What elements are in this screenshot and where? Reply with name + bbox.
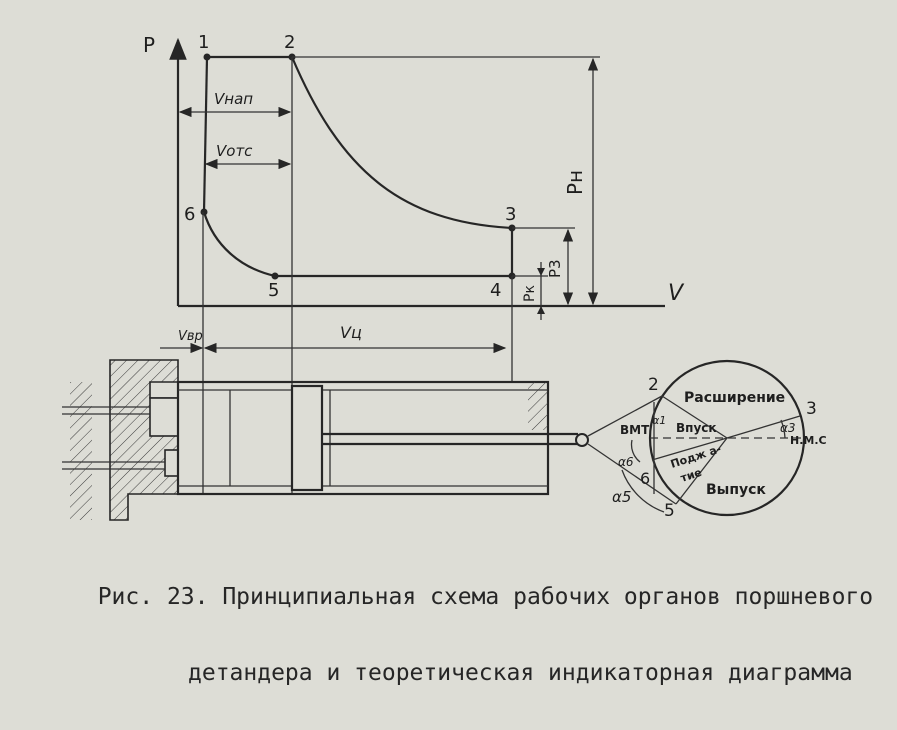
circle-point-2: 2	[648, 375, 659, 395]
point-4-label: 4	[490, 280, 501, 301]
p-k-arrow-head-top	[537, 268, 545, 276]
alpha-1-label: α1	[652, 414, 666, 427]
point-1-marker	[203, 53, 211, 61]
v-nap-label: Vнап	[214, 90, 253, 108]
circle-point-6: 6	[640, 469, 650, 488]
circle-point-3: 3	[806, 399, 817, 419]
p-axis-label: P	[143, 33, 155, 57]
p-k-arrow-head-bottom	[537, 306, 545, 314]
p-3-label: P3	[546, 259, 564, 278]
v-otc-label: Vотс	[216, 142, 253, 160]
alpha-5-label: α5	[612, 488, 631, 506]
crank-pin	[575, 433, 589, 447]
cycle-line-6-1	[202, 56, 209, 213]
caption-line-2: детандера и теоретическая индикаторная д…	[188, 660, 853, 686]
p-k-label: Pк	[522, 285, 538, 302]
cylinder-body	[176, 380, 550, 496]
phase-expansion: Расширение	[684, 390, 785, 406]
point-1-label: 1	[198, 32, 209, 53]
phase-exhaust: Выпуск	[706, 482, 766, 498]
piston	[290, 384, 324, 492]
p-h-label: Pн	[563, 170, 587, 195]
figure-caption: Рис. 23. Принципиальная схема рабочих ор…	[70, 540, 873, 730]
conrod-to-5	[587, 443, 677, 505]
caption-line-1: Рис. 23. Принципиальная схема рабочих ор…	[97, 584, 874, 610]
valve-block-top	[149, 397, 179, 437]
v-axis-label: V	[668, 281, 685, 306]
point-5-marker	[271, 272, 279, 280]
point-2-label: 2	[284, 32, 295, 53]
alpha-6-arc	[630, 439, 641, 463]
radius-to-5	[675, 437, 728, 505]
point-6-marker	[200, 208, 208, 216]
point-6-label: 6	[184, 204, 195, 225]
indicator-diagram: P V 1 2 3 4 5 6 Vнап Vотс Pн P3	[143, 32, 685, 494]
valve-timing-circle: 2 3 5 6 Расширение Впуск Выпуск Подж а- …	[587, 359, 827, 521]
valve-block-bottom	[164, 449, 179, 477]
v-vr-label: Vвр	[178, 329, 203, 344]
point-3-label: 3	[505, 204, 516, 225]
v-c-label: Vц	[340, 323, 362, 342]
cylinder-end-hatch	[528, 382, 548, 430]
point-5-label: 5	[268, 280, 279, 301]
radius-to-3	[726, 415, 801, 439]
phase-compression-2: тие	[679, 466, 704, 485]
cylinder-schematic	[62, 359, 589, 521]
alpha-3-arc	[780, 419, 786, 439]
alpha-5-arc	[621, 469, 665, 513]
technical-figure: P V 1 2 3 4 5 6 Vнап Vотс Pн P3	[62, 32, 827, 521]
compression-curve	[202, 211, 276, 278]
circle-point-5: 5	[664, 501, 675, 521]
radius-to-6	[651, 437, 728, 461]
cylinder-head	[109, 359, 179, 521]
label-vmt: ВМТ	[620, 423, 650, 437]
label-nmc: Н.М.С	[790, 434, 827, 447]
radius-to-2	[661, 395, 728, 439]
left-wall-hatch	[70, 382, 92, 520]
expansion-curve	[290, 56, 513, 230]
phase-intake: Впуск	[676, 421, 717, 435]
alpha-6-label: α6	[618, 455, 634, 469]
conrod-to-2	[587, 395, 663, 437]
